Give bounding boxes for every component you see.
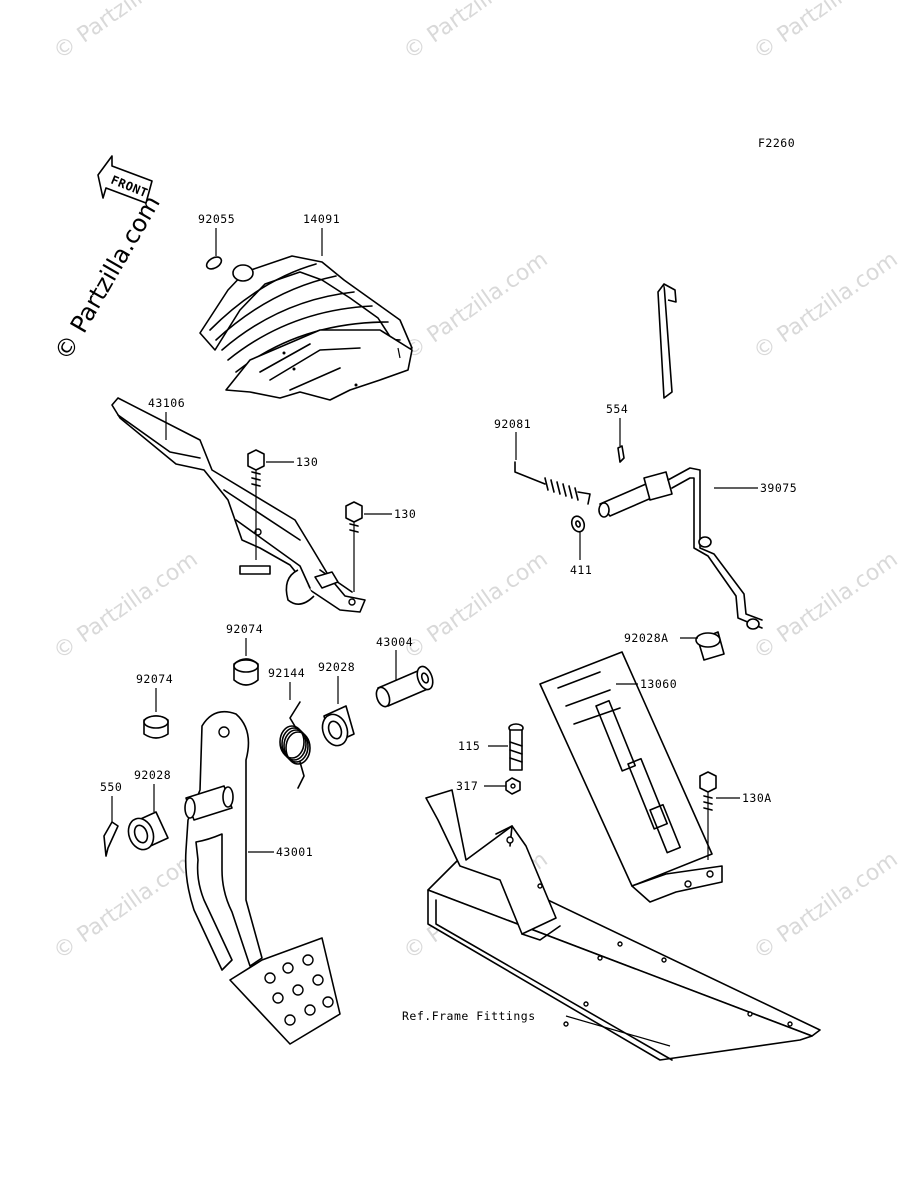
brake-pedal-43001: [184, 710, 341, 1045]
watermark: © Partzilla.com: [399, 0, 552, 65]
spring-92081: [514, 461, 591, 505]
cap-92074-upper: [233, 658, 259, 686]
watermark: © Partzilla.com: [749, 847, 902, 965]
part-label: 43106: [148, 396, 185, 410]
frame-fittings: [425, 789, 821, 1061]
part-label: 92074: [226, 622, 263, 636]
bolt-130-upper: [247, 449, 265, 560]
pin-43004: [375, 665, 434, 708]
watermark: © Partzilla.com: [749, 0, 902, 65]
watermark: © Partzilla.com: [399, 247, 552, 365]
throttle-pedal-13060: [539, 651, 723, 903]
part-label: 130: [394, 507, 416, 521]
part-label: 554: [606, 402, 628, 416]
bolt-115: [508, 723, 524, 771]
watermark: © Partzilla.com: [749, 247, 902, 365]
spring-92144: [279, 701, 311, 789]
front-arrow-icon: FRONT: [97, 155, 153, 204]
watermark: © Partzilla.com: [49, 547, 202, 665]
brake-lever-43106: [111, 397, 366, 613]
part-label: 130A: [742, 791, 772, 805]
bushing-92028A: [695, 631, 725, 661]
cap-92074-lower: [143, 715, 169, 739]
part-label: 39075: [760, 481, 797, 495]
bushing-92028-lower: [127, 811, 169, 851]
cotter-pin-550: [103, 821, 119, 857]
part-label: 92144: [268, 666, 305, 680]
bolt-130A: [699, 771, 717, 860]
rod-39075: [598, 283, 763, 630]
watermark: © Partzilla.com: [49, 0, 202, 65]
watermark: © Partzilla.com: [399, 547, 552, 665]
nut-317: [505, 777, 521, 795]
part-label: 92055: [198, 212, 235, 226]
diagram-code: F2260: [758, 136, 795, 150]
o-ring-92055: [205, 256, 223, 270]
part-label: 43004: [376, 635, 413, 649]
part-label: 43001: [276, 845, 313, 859]
bushing-92028-upper: [321, 705, 355, 747]
part-label: 92081: [494, 417, 531, 431]
watermark: © Partzilla.com: [749, 547, 902, 665]
part-label: 550: [100, 780, 122, 794]
part-label: 13060: [640, 677, 677, 691]
cotter-pin-554: [617, 445, 625, 463]
bolt-130-lower: [345, 501, 363, 592]
part-label: 317: [456, 779, 478, 793]
part-label: 115: [458, 739, 480, 753]
part-label: 92028A: [624, 631, 669, 645]
part-label: 92074: [136, 672, 173, 686]
part-label: 411: [570, 563, 592, 577]
part-label: 92028: [318, 660, 355, 674]
leader-lines: [111, 228, 758, 1047]
watermark: © Partzilla.com: [49, 847, 202, 965]
part-labels: 92055 14091 43106 130 130 92081 554 3907…: [100, 212, 797, 1023]
part-label: 130: [296, 455, 318, 469]
part-label: 92028: [134, 768, 171, 782]
boot-cover-14091: [199, 255, 413, 401]
part-label: 14091: [303, 212, 340, 226]
partzilla-watermark: © Partzilla.com: [49, 191, 166, 365]
reference-note: Ref.Frame Fittings: [402, 1009, 536, 1023]
washer-411: [570, 515, 586, 533]
